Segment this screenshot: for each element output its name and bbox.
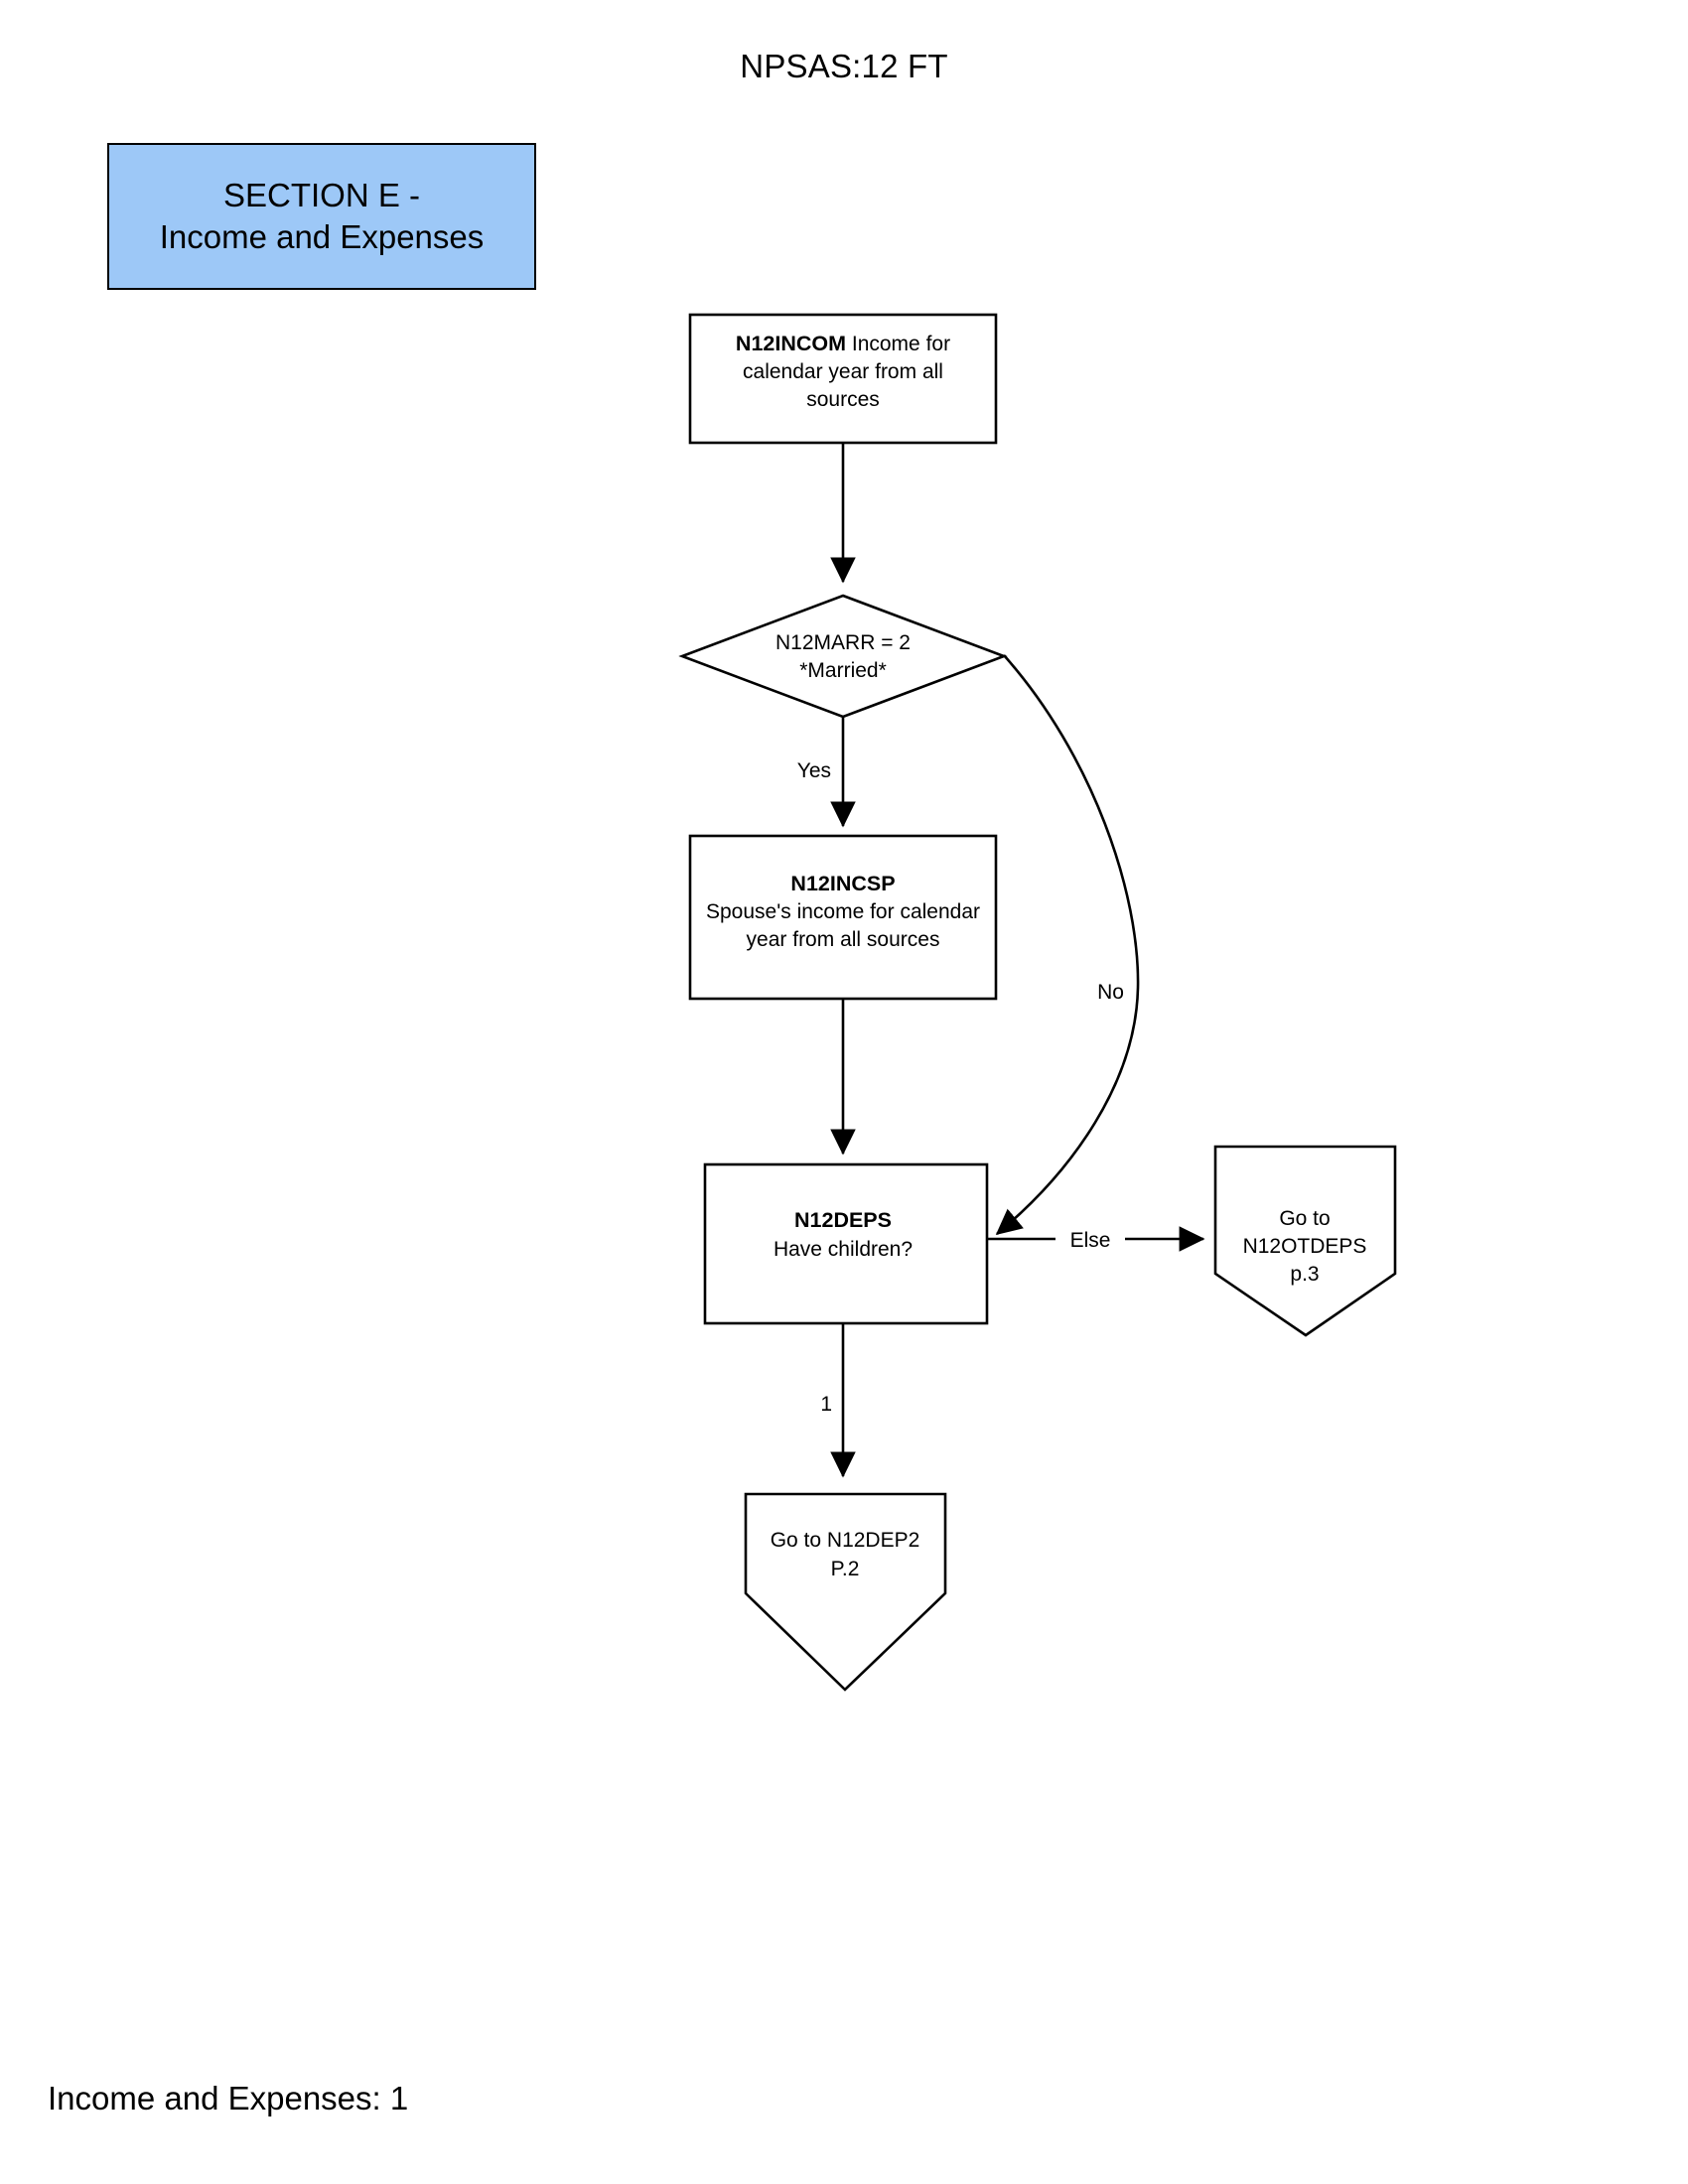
goto-otdeps-line3: p.3 (1290, 1263, 1319, 1286)
n12incom-line1-rest: Income for (846, 333, 950, 355)
page-footer: Income and Expenses: 1 (48, 2080, 409, 2116)
node-n12incom[interactable]: N12INCOM Income for calendar year from a… (688, 313, 998, 445)
n12incom-line2: calendar year from all (743, 360, 943, 383)
node-n12marr[interactable]: N12MARR = 2 *Married* (678, 594, 1008, 719)
goto-dep2-line2: P.2 (831, 1558, 860, 1580)
node-n12incsp[interactable]: N12INCSP Spouse's income for calendar ye… (688, 834, 998, 1001)
edge-label-else: Else (1070, 1229, 1111, 1252)
goto-otdeps-line2: N12OTDEPS (1243, 1235, 1367, 1258)
svg-text:N12INCOM Income for: N12INCOM Income for (736, 332, 950, 355)
edge-label-yes: Yes (797, 759, 831, 782)
edge-marr-yes-to-incsp: Yes (797, 718, 856, 828)
edge-marr-no-to-deps: No (995, 654, 1140, 1236)
edge-label-no: No (1097, 981, 1124, 1004)
edge-deps-1-to-dep2: 1 (820, 1323, 856, 1478)
node-goto-n12dep2[interactable]: Go to N12DEP2 P.2 (744, 1492, 947, 1692)
section-banner: SECTION E - Income and Expenses (107, 143, 536, 290)
edge-deps-else-to-otdeps: Else (987, 1226, 1205, 1252)
n12incsp-code: N12INCSP (790, 872, 895, 895)
goto-dep2-line1: Go to N12DEP2 (771, 1529, 920, 1552)
n12deps-line2: Have children? (774, 1238, 913, 1261)
n12incom-line3: sources (806, 388, 880, 411)
node-goto-n12otdeps[interactable]: Go to N12OTDEPS p.3 (1213, 1145, 1397, 1337)
edge-label-1: 1 (820, 1393, 832, 1416)
n12marr-line1: N12MARR = 2 (775, 631, 911, 654)
section-banner-line1: SECTION E - (222, 176, 421, 213)
goto-otdeps-line1: Go to (1279, 1207, 1330, 1230)
n12incom-code: N12INCOM (736, 332, 846, 355)
n12deps-code: N12DEPS (794, 1208, 892, 1232)
node-n12deps[interactable]: N12DEPS Have children? (703, 1162, 989, 1325)
n12marr-line2: *Married* (799, 659, 887, 682)
n12incsp-line3: year from all sources (747, 928, 940, 951)
page-title: NPSAS:12 FT (740, 48, 948, 84)
section-banner-line2: Income and Expenses (159, 218, 485, 255)
n12incsp-line2: Spouse's income for calendar (706, 900, 980, 923)
